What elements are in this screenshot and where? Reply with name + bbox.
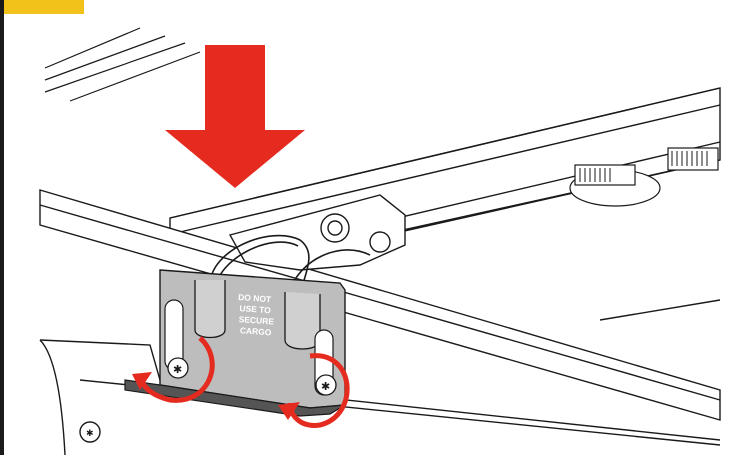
- warning-line-2: USE TO: [239, 303, 271, 315]
- rotate-counterclockwise-icon-right: [278, 353, 350, 428]
- crossbar: [39, 189, 721, 421]
- knurled-knob-right: [667, 147, 719, 171]
- screw-left: ✱: [167, 357, 189, 379]
- step-badge: [4, 0, 84, 14]
- screw-right: ✱: [315, 374, 337, 396]
- roof-edge-lines: [44, 27, 201, 102]
- warning-line-1: DO NOT: [238, 292, 272, 304]
- down-arrow-icon: [165, 45, 305, 188]
- knurled-knob-left: [569, 164, 661, 207]
- lower-body-panel: ✱: [39, 339, 721, 455]
- warning-line-3: SECURE: [238, 314, 274, 326]
- frame-border: [0, 0, 4, 455]
- svg-text:✱: ✱: [173, 363, 182, 376]
- body-screw: [79, 421, 101, 443]
- svg-text:✱: ✱: [86, 429, 94, 439]
- warning-line-4: CARGO: [240, 325, 273, 337]
- rotate-counterclockwise-icon: [132, 336, 215, 403]
- svg-text:✱: ✱: [321, 380, 330, 393]
- warning-label: DO NOT USE TO SECURE CARGO: [238, 292, 275, 337]
